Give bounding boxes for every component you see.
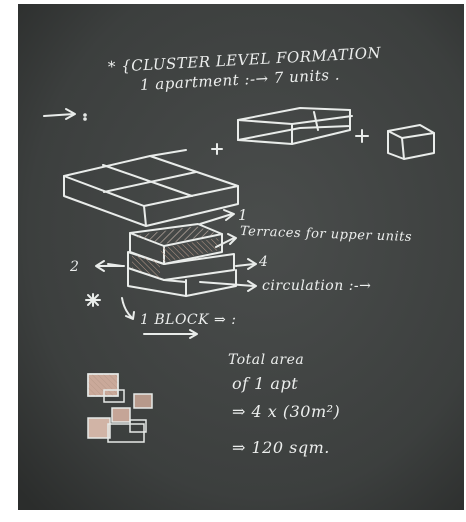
total-area-line-2: of 1 apt [232,374,298,393]
total-area-result: ⇒ 120 sqm. [232,438,330,457]
circulation-note: circulation :-→ [262,278,371,294]
block-note: 1 BLOCK ⇒ : [140,312,236,328]
total-area-heading: Total area [228,352,304,368]
total-area-line-3: ⇒ 4 x (30m²) [232,402,340,421]
label-1: 1 [238,206,248,224]
label-2: 2 [70,259,79,275]
label-4: 4 [259,254,268,270]
asterisk-mark [86,294,100,306]
